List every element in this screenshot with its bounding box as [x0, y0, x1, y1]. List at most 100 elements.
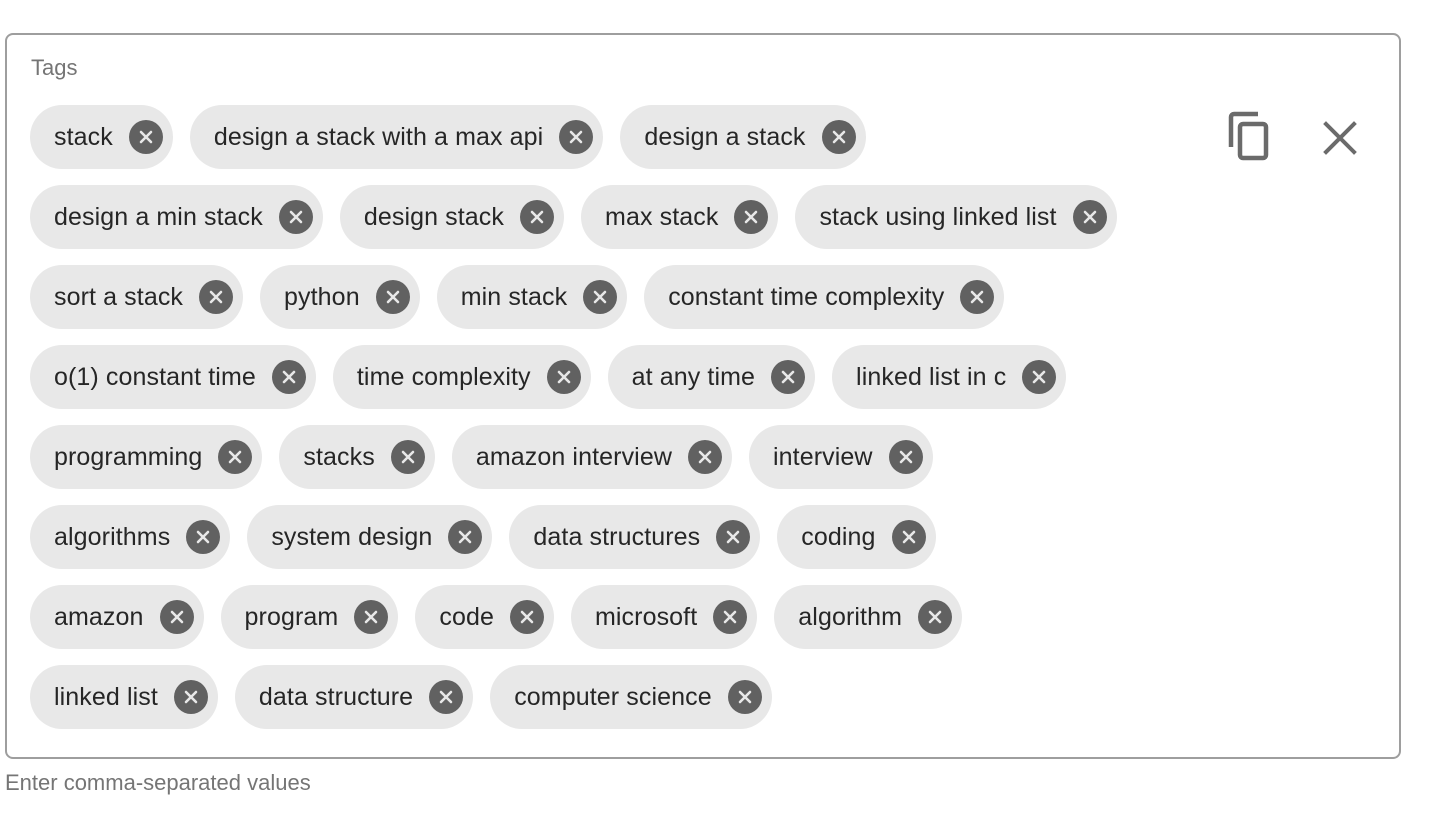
- tag-chip-label: system design: [271, 522, 433, 551]
- cancel-circle-icon[interactable]: [429, 680, 464, 714]
- cancel-circle-icon[interactable]: [128, 120, 163, 154]
- cancel-circle-icon[interactable]: [186, 520, 221, 554]
- tag-chip[interactable]: amazon interview: [451, 425, 732, 489]
- cancel-circle-icon[interactable]: [771, 360, 806, 394]
- tag-chip[interactable]: interview: [748, 425, 933, 489]
- cancel-circle-icon[interactable]: [159, 600, 194, 634]
- tag-chip[interactable]: design a min stack: [30, 185, 323, 249]
- tag-chip[interactable]: at any time: [607, 345, 816, 409]
- tag-chip-label: stack using linked list: [819, 202, 1057, 231]
- tag-chip-label: computer science: [514, 682, 712, 711]
- cancel-circle-icon[interactable]: [375, 280, 410, 314]
- copy-icon: [1228, 111, 1269, 161]
- cancel-circle-icon[interactable]: [271, 360, 306, 394]
- tag-chip-label: stacks: [303, 442, 375, 471]
- close-icon: [1323, 121, 1357, 155]
- helper-text: Enter comma-separated values: [5, 770, 311, 795]
- cancel-circle-icon[interactable]: [278, 200, 313, 234]
- tag-chip[interactable]: stack: [30, 105, 173, 169]
- tag-chip[interactable]: coding: [777, 505, 936, 569]
- cancel-circle-icon[interactable]: [687, 440, 722, 474]
- chip-row: programming stacks amazon interview intervi…: [30, 425, 1210, 489]
- cancel-circle-icon[interactable]: [448, 520, 483, 554]
- tag-chip[interactable]: sort a stack: [30, 265, 244, 329]
- tag-chip-label: design a min stack: [54, 202, 263, 231]
- cancel-circle-icon[interactable]: [888, 440, 923, 474]
- tag-chip[interactable]: max stack: [581, 185, 779, 249]
- chip-row: sort a stack python min stack constant time…: [30, 265, 1210, 329]
- tag-chip[interactable]: microsoft: [570, 585, 758, 649]
- tag-chip[interactable]: programming: [30, 425, 263, 489]
- cancel-circle-icon[interactable]: [509, 600, 544, 634]
- tag-chip[interactable]: constant time complexity: [644, 265, 1005, 329]
- cancel-circle-icon[interactable]: [559, 120, 594, 154]
- tag-chip[interactable]: amazon: [30, 585, 204, 649]
- clear-all-button[interactable]: [1317, 115, 1363, 161]
- tag-chip-label: at any time: [631, 362, 756, 391]
- tag-chip-label: linked list: [54, 682, 158, 711]
- copy-button[interactable]: [1226, 111, 1276, 165]
- cancel-circle-icon[interactable]: [354, 600, 389, 634]
- cancel-circle-icon[interactable]: [734, 200, 769, 234]
- tags-field[interactable]: Tags stack design a stack with a max api d…: [5, 33, 1401, 759]
- tag-chip[interactable]: system design: [247, 505, 493, 569]
- cancel-circle-icon[interactable]: [716, 520, 751, 554]
- tag-chip-label: programming: [54, 442, 203, 471]
- chip-row: o(1) constant time time complexity at any …: [30, 345, 1210, 409]
- tag-chip-label: algorithms: [54, 522, 171, 551]
- tag-chip-label: code: [439, 602, 494, 631]
- tag-chip-label: o(1) constant time: [54, 362, 256, 391]
- cancel-circle-icon[interactable]: [218, 440, 253, 474]
- chip-row: amazon program code microsoft algorithm: [30, 585, 1210, 649]
- tag-chip-label: data structures: [533, 522, 701, 551]
- tag-chip[interactable]: algorithms: [30, 505, 231, 569]
- tag-chip[interactable]: o(1) constant time: [30, 345, 316, 409]
- tag-chip-label: min stack: [460, 282, 568, 311]
- cancel-circle-icon[interactable]: [713, 600, 748, 634]
- cancel-circle-icon[interactable]: [727, 680, 762, 714]
- tag-chip-label: stack: [54, 122, 113, 151]
- cancel-circle-icon[interactable]: [583, 280, 618, 314]
- tags-label: Tags: [31, 55, 78, 80]
- tag-chip-label: constant time complexity: [668, 282, 945, 311]
- tag-chip-label: interview: [772, 442, 873, 471]
- tag-chip[interactable]: algorithm: [774, 585, 963, 649]
- tag-chip[interactable]: linked list: [30, 665, 218, 729]
- tag-chip-label: sort a stack: [54, 282, 184, 311]
- tag-chip[interactable]: program: [220, 585, 399, 649]
- tag-chip[interactable]: design a stack: [620, 105, 866, 169]
- cancel-circle-icon[interactable]: [1072, 200, 1107, 234]
- tag-chip[interactable]: stack using linked list: [795, 185, 1117, 249]
- tag-chip-label: linked list in c: [856, 362, 1007, 391]
- tag-chip[interactable]: linked list in c: [832, 345, 1067, 409]
- tag-chip-label: algorithm: [798, 602, 903, 631]
- cancel-circle-icon[interactable]: [173, 680, 208, 714]
- tag-chip[interactable]: code: [415, 585, 554, 649]
- tag-chip[interactable]: python: [260, 265, 420, 329]
- cancel-circle-icon[interactable]: [546, 360, 581, 394]
- tag-chip-label: microsoft: [594, 602, 698, 631]
- tag-chip[interactable]: min stack: [436, 265, 628, 329]
- tag-chip-label: coding: [801, 522, 876, 551]
- tag-chip[interactable]: design a stack with a max api: [189, 105, 604, 169]
- tag-chip[interactable]: computer science: [490, 665, 772, 729]
- cancel-circle-icon[interactable]: [390, 440, 425, 474]
- cancel-circle-icon[interactable]: [891, 520, 926, 554]
- tag-chip-label: time complexity: [356, 362, 531, 391]
- tag-chip-label: max stack: [605, 202, 719, 231]
- tag-chip[interactable]: data structure: [234, 665, 474, 729]
- tag-chip[interactable]: time complexity: [332, 345, 591, 409]
- tag-chip[interactable]: stacks: [279, 425, 435, 489]
- cancel-circle-icon[interactable]: [821, 120, 856, 154]
- cancel-circle-icon[interactable]: [520, 200, 555, 234]
- cancel-circle-icon[interactable]: [960, 280, 995, 314]
- chip-row: algorithms system design data structures co…: [30, 505, 1210, 569]
- tag-chip-label: design a stack: [644, 122, 806, 151]
- tag-chip[interactable]: data structures: [509, 505, 761, 569]
- tag-chip[interactable]: design stack: [339, 185, 565, 249]
- cancel-circle-icon[interactable]: [1022, 360, 1057, 394]
- tag-chip-label: amazon: [54, 602, 144, 631]
- cancel-circle-icon[interactable]: [918, 600, 953, 634]
- tag-chip-label: design stack: [363, 202, 505, 231]
- cancel-circle-icon[interactable]: [199, 280, 234, 314]
